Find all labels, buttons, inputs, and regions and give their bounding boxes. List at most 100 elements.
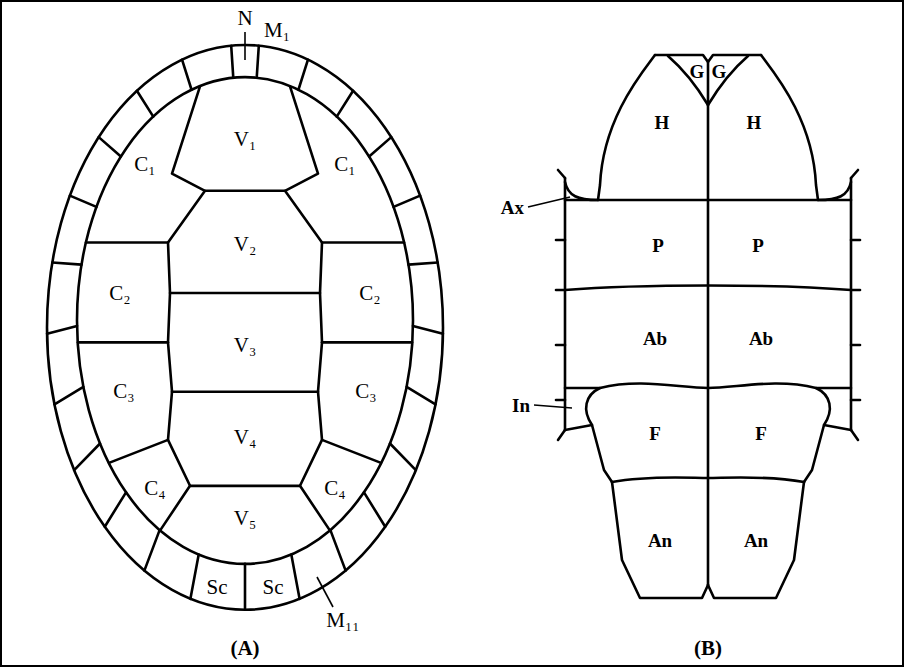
vertebral-seam (170, 292, 320, 295)
scute-label: An (648, 531, 672, 550)
femoral-anal-seam (708, 477, 804, 482)
vertebral-border (285, 86, 330, 530)
marginal-seam (330, 530, 345, 570)
humeral-edge (598, 55, 655, 200)
scute-label: C₁ (334, 154, 355, 175)
leader-lines (245, 32, 572, 607)
costal-seam (322, 241, 404, 244)
vertebral-seam (172, 390, 318, 393)
vertebral-seam (190, 485, 300, 488)
scute-label: V₂ (234, 234, 257, 255)
scute-label: V₅ (234, 508, 257, 529)
scute-label: M₁₁ (326, 610, 359, 631)
abdominal-femoral-seam (708, 384, 851, 388)
inguinal-scute (565, 425, 592, 430)
bridge-end (558, 430, 565, 440)
leader-line (317, 577, 333, 607)
bridge-tick (851, 399, 860, 402)
pectoral-abdominal-seam (565, 286, 851, 291)
marginal-seam (190, 554, 198, 598)
scute-label: An (744, 531, 768, 550)
scute-label: Ax (501, 198, 524, 217)
abdominal-femoral-seam (565, 384, 708, 388)
gular-seam (708, 56, 748, 105)
scute-label: P (752, 236, 764, 255)
marginal-seam (99, 137, 121, 156)
vertebral-seam (205, 189, 285, 192)
humeral-edge (761, 55, 818, 200)
bridge-line (850, 178, 853, 430)
scute-label: F (649, 424, 661, 443)
marginal-seam (291, 554, 299, 598)
marginal-seam (413, 326, 443, 334)
marginal-inner-border (77, 77, 413, 564)
leader-line (534, 405, 572, 408)
marginal-seam (182, 60, 192, 90)
bridge-tick (851, 344, 860, 347)
scute-label: G (690, 62, 705, 81)
carapace-outline (47, 45, 443, 610)
bridge-tick (556, 289, 565, 292)
marginal-seam (390, 444, 416, 471)
marginal-seam (364, 492, 385, 526)
axillary-scute (818, 182, 851, 200)
anal-edge (612, 482, 708, 598)
scute-label: H (655, 113, 670, 132)
bridge-end (851, 170, 858, 178)
scute-label: Ab (749, 329, 773, 348)
marginal-seam (407, 387, 436, 405)
carapace-drawing (47, 45, 443, 610)
bridge-tick (556, 399, 565, 402)
femoral-edge (586, 388, 612, 482)
marginal-seam (257, 46, 259, 78)
leader-line (244, 32, 246, 60)
marginal-seam (105, 492, 126, 526)
marginal-seam (74, 444, 100, 471)
marginal-seam (409, 263, 438, 265)
scute-label: C₄ (144, 478, 165, 499)
scute-label: C₂ (109, 283, 130, 304)
leader-line (528, 197, 570, 207)
scute-label: C₃ (355, 381, 376, 402)
scute-label: G (712, 62, 727, 81)
marginal-seam (231, 46, 233, 78)
costal-seam (109, 440, 168, 463)
scute-label: M₁ (264, 20, 290, 41)
scute-label: Sc (207, 577, 228, 598)
scute-label: Ab (643, 329, 667, 348)
scute-label: P (652, 236, 664, 255)
anal-edge (708, 482, 804, 598)
marginal-seam (54, 387, 83, 405)
bridge-end (851, 430, 858, 440)
scute-label: In (512, 396, 530, 415)
inguinal-scute (824, 425, 851, 430)
panel-label: (A) (230, 638, 259, 659)
marginal-seam (244, 564, 247, 610)
femoral-anal-seam (612, 477, 708, 482)
scute-label: C₂ (359, 283, 380, 304)
gular-seam (668, 56, 708, 105)
panel-label: (B) (694, 638, 722, 659)
bridge-end (558, 170, 565, 178)
marginal-seam (137, 91, 153, 117)
scute-label: Sc (263, 577, 284, 598)
costal-seam (78, 341, 168, 344)
scute-label: V₁ (234, 129, 257, 150)
bridge-line (564, 178, 567, 430)
marginal-seam (47, 326, 77, 334)
bridge-tick (851, 239, 860, 242)
costal-seam (86, 241, 168, 244)
marginal-seam (298, 60, 308, 90)
midline-seam (707, 62, 710, 585)
femoral-edge (804, 388, 830, 482)
scute-label: C₃ (113, 381, 134, 402)
humeral-pectoral-seam (565, 199, 851, 202)
plastron-drawing (556, 55, 860, 598)
marginal-seam (369, 137, 391, 156)
bridge-tick (851, 289, 860, 292)
scute-label: F (755, 424, 767, 443)
marginal-seam (337, 91, 353, 117)
bridge-tick (556, 344, 565, 347)
